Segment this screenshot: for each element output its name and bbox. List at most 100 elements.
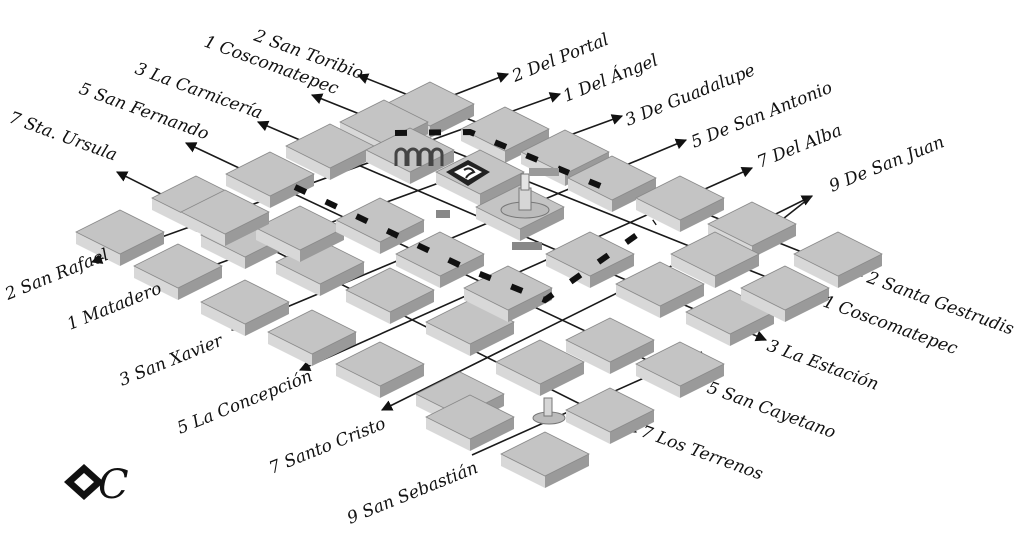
street-label-san-xavier: 3 San Xavier (116, 331, 226, 391)
city-block-side (336, 220, 380, 254)
city-block-side (320, 262, 364, 296)
city-block (425, 394, 515, 440)
city-block-side (476, 207, 520, 241)
city-block-side (396, 254, 440, 288)
city-block-side (461, 129, 505, 163)
city-block-side (245, 302, 289, 336)
street-label-santo-cristo: 7 Santo Cristo (266, 414, 388, 479)
city-block-side (686, 312, 730, 346)
city-block (567, 155, 657, 201)
city-block-side (436, 172, 480, 206)
central-plaza (293, 128, 657, 425)
city-block-side (610, 410, 654, 444)
city-block-side (256, 228, 300, 262)
city-block-side (636, 364, 680, 398)
city-block-side (225, 212, 269, 246)
street-label-los-terrenos: 7 Los Terrenos (638, 422, 766, 485)
city-block-side (610, 340, 654, 374)
emblem-icon (64, 464, 104, 500)
plaza-dashed-border-top (394, 128, 612, 193)
city-block-side (566, 340, 610, 374)
city-block-side (276, 262, 320, 296)
city-block-side (76, 232, 120, 266)
street-label-sta-ursula: 7 Sta. Ursula (6, 108, 119, 166)
city-block (670, 231, 760, 277)
city-block-side (134, 266, 178, 300)
city-block-side (508, 288, 552, 322)
city-block (565, 317, 655, 363)
city-block-side (730, 312, 774, 346)
city-block (267, 309, 357, 355)
city-block-side (346, 290, 390, 324)
city-block (345, 267, 435, 313)
city-block (460, 106, 550, 152)
city-block-side (426, 417, 470, 451)
city-block-side (496, 362, 540, 396)
city-block-side (380, 220, 424, 254)
city-block (75, 209, 165, 255)
city-block-side (120, 232, 164, 266)
city-block-side (312, 332, 356, 366)
city-block-side (426, 322, 470, 356)
city-block-side (540, 362, 584, 396)
street-label-san-sebastian: 9 San Sebastián (344, 458, 481, 529)
city-block-side (794, 254, 838, 288)
city-block-side (286, 146, 330, 180)
city-block-side (636, 198, 680, 232)
city-block (615, 261, 705, 307)
city-block (635, 341, 725, 387)
church-arches-icon (394, 147, 444, 166)
plaza-marker (512, 242, 542, 250)
city-block (793, 231, 883, 277)
city-block-side (505, 129, 549, 163)
city-block (285, 123, 375, 169)
city-block-side (715, 254, 759, 288)
city-block (565, 387, 655, 433)
city-block (335, 197, 425, 243)
city-block-side (785, 288, 829, 322)
street-label-de-san-juan: 9 De San Juan (826, 132, 947, 196)
street-label-la-concepcion: 5 La Concepción (174, 366, 315, 438)
city-block-side (680, 198, 724, 232)
city-block (740, 265, 830, 311)
city-block-side (366, 150, 410, 184)
city-block (255, 205, 345, 251)
city-block-side (680, 364, 724, 398)
city-block-side (566, 410, 610, 444)
city-block (395, 231, 485, 277)
city-block-side (226, 174, 270, 208)
city-block-side (671, 254, 715, 288)
city-block-side (612, 178, 656, 212)
street-label-la-estacion: 3 La Estación (764, 336, 881, 395)
city-block (335, 341, 425, 387)
city-block-side (181, 212, 225, 246)
city-block-side (752, 224, 796, 258)
city-block-side (178, 266, 222, 300)
city-block-side (300, 228, 344, 262)
city-block-side (390, 290, 434, 324)
street-label-del-alba: 7 Del Alba (754, 121, 844, 173)
logo: C (64, 462, 129, 508)
city-block-side (336, 364, 380, 398)
monument-icon (500, 168, 559, 219)
plaza-dashed-border (293, 184, 657, 304)
city-block-side (520, 207, 564, 241)
city-block (180, 189, 270, 235)
city-block-side (568, 178, 612, 212)
city-block (133, 243, 223, 289)
city-block-side (616, 284, 660, 318)
city-block-side (470, 322, 514, 356)
city-block-side (501, 454, 545, 488)
city-block-side (440, 254, 484, 288)
city-block (495, 339, 585, 385)
city-block-side (464, 288, 508, 322)
city-block-side (660, 284, 704, 318)
city-block (707, 201, 797, 247)
emblem-plaque-icon (446, 160, 490, 186)
city-block-side (268, 332, 312, 366)
city-block-side (330, 146, 374, 180)
city-block-side (470, 417, 514, 451)
small-statue-icon (532, 397, 566, 425)
